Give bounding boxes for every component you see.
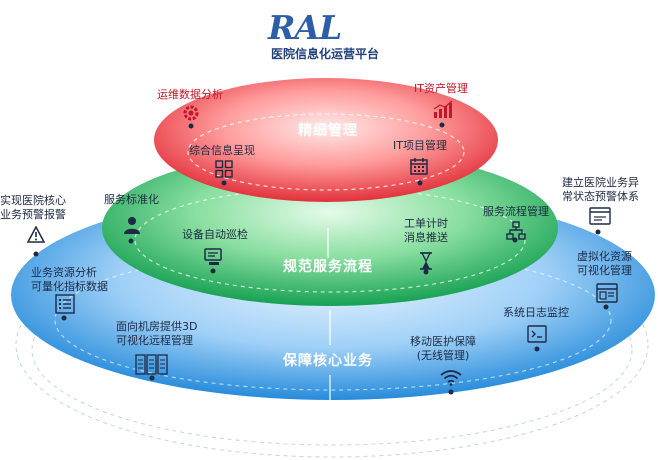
label-device-patrol: 设备自动巡检 — [182, 228, 248, 241]
calendar-icon — [410, 158, 428, 175]
dot — [61, 315, 67, 321]
label-room-3d-line2: 可视化远程管理 — [116, 334, 193, 347]
dot — [188, 123, 194, 129]
red-layer — [154, 78, 498, 202]
label-ticket-timer: 工单计时 消息推送 — [404, 217, 448, 245]
label-anomaly-line1: 建立医院业务异 — [562, 176, 639, 189]
label-service-standard: 服务标准化 — [104, 193, 159, 206]
label-mobile-line1: 移动医护保障 — [410, 335, 476, 348]
label-quantify-line1: 业务资源分析 — [31, 266, 97, 279]
hourglass-icon — [420, 252, 432, 270]
dot — [512, 237, 518, 243]
label-ops-analysis: 运维数据分析 — [157, 88, 223, 101]
dot — [534, 346, 540, 352]
virtual-resource-icon — [596, 283, 618, 303]
label-anomaly-line2: 常状态预警体系 — [562, 190, 639, 203]
label-anomaly: 建立医院业务异 常状态预警体系 — [562, 176, 639, 204]
dot — [439, 122, 445, 128]
list-icon — [55, 294, 75, 314]
dot — [595, 229, 601, 235]
dot — [221, 180, 227, 186]
page-title: 医院信息化运营平台 — [271, 47, 380, 61]
terminal-icon — [527, 325, 547, 343]
label-quantify: 业务资源分析 可量化指标数据 — [31, 266, 108, 294]
label-syslog: 系统日志监控 — [503, 306, 569, 319]
dot — [149, 375, 155, 381]
label-ticket-timer-line2: 消息推送 — [404, 231, 448, 244]
hierarchy-icon — [506, 221, 526, 240]
label-mobile-line2: (无线管理) — [416, 349, 470, 362]
label-room-3d: 面向机房提供3D 可视化远程管理 — [116, 320, 197, 348]
tier-bottom-title: 保障核心业务 — [283, 353, 373, 369]
dot — [448, 389, 454, 395]
tier-middle-title: 规范服务流程 — [283, 259, 373, 275]
blue-inner-ring — [54, 249, 612, 391]
dot — [210, 268, 216, 274]
tier-top-title: 精细管理 — [298, 123, 358, 139]
label-quantify-line2: 可量化指标数据 — [31, 280, 108, 293]
label-room-3d-line1: 面向机房提供3D — [116, 320, 198, 333]
label-it-asset: IT资产管理 — [414, 82, 468, 95]
inspection-icon — [204, 248, 222, 265]
dot — [128, 238, 134, 244]
label-virtual-line1: 虚拟化资源 — [577, 250, 632, 263]
label-info-display: 综合信息呈现 — [189, 144, 255, 157]
bar-chart-icon — [433, 100, 453, 118]
monitor-window-icon — [589, 207, 611, 225]
label-it-project: IT项目管理 — [393, 139, 447, 152]
red-inner-ring — [187, 113, 465, 191]
ral-logo: RAL — [268, 8, 342, 47]
label-virtual-line2: 可视化管理 — [577, 264, 632, 277]
label-ticket-timer-line1: 工单计时 — [404, 217, 448, 230]
gear-icon — [183, 105, 199, 121]
label-core-alert: 实现医院核心 业务预警报警 — [0, 194, 66, 222]
dot — [417, 180, 423, 186]
label-core-alert-line1: 实现医院核心 — [0, 194, 66, 207]
dot — [423, 269, 429, 275]
green-inner-ring — [134, 187, 526, 293]
wifi-icon — [440, 370, 462, 386]
label-virtual: 虚拟化资源 可视化管理 — [577, 250, 632, 278]
label-service-flow: 服务流程管理 — [483, 205, 549, 218]
user-icon — [124, 217, 140, 234]
dot — [33, 251, 39, 257]
server-rack-icon — [135, 354, 168, 375]
green-layer — [102, 150, 558, 306]
label-core-alert-line2: 业务预警报警 — [0, 208, 66, 221]
grid-icon — [215, 160, 233, 178]
dot — [603, 304, 609, 310]
warning-icon — [27, 226, 45, 243]
label-mobile: 移动医护保障 (无线管理) — [410, 335, 476, 363]
